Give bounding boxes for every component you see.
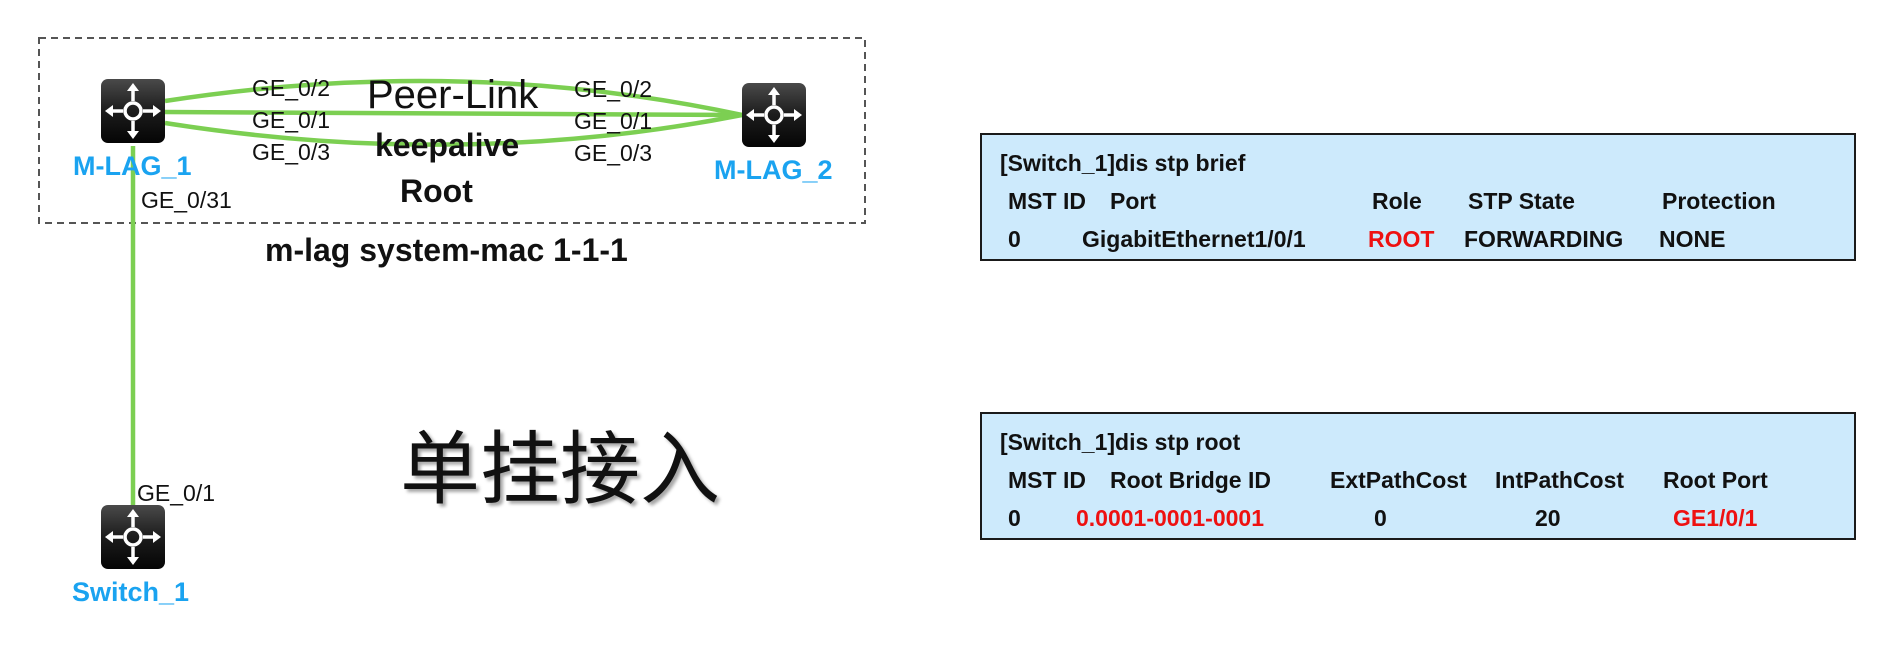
cell-stp-state: FORWARDING <box>1464 226 1624 252</box>
cell-port: GigabitEthernet1/0/1 <box>1082 226 1306 252</box>
port-label: GE_0/3 <box>574 140 652 166</box>
cell-root-bridge-id: 0.0001-0001-0001 <box>1076 505 1264 531</box>
port-label: GE_0/2 <box>574 76 652 102</box>
port-label: GE_0/1 <box>252 107 330 133</box>
cell-ext-path-cost: 0 <box>1374 505 1387 531</box>
header-root-bridge-id: Root Bridge ID <box>1110 467 1271 493</box>
mlag2-switch-icon[interactable] <box>742 83 806 147</box>
cell-protection: NONE <box>1659 226 1726 252</box>
switch1-switch-icon[interactable] <box>101 505 165 569</box>
peer-link-ge02 <box>164 78 743 118</box>
mlag1-name: M-LAG_1 <box>73 151 192 181</box>
header-int-path-cost: IntPathCost <box>1495 467 1625 493</box>
port-label: GE_0/31 <box>141 187 232 213</box>
cell-int-path-cost: 20 <box>1535 505 1561 531</box>
stp-root-output: [Switch_1]dis stp root MST ID Root Bridg… <box>980 412 1856 540</box>
header-root-port: Root Port <box>1663 467 1768 493</box>
header-stp-state: STP State <box>1468 188 1575 214</box>
port-label: GE_0/3 <box>252 139 330 165</box>
cell-mst-id: 0 <box>1008 226 1021 252</box>
single-homed-label: 单挂接入 <box>400 423 720 516</box>
header-ext-path-cost: ExtPathCost <box>1330 467 1467 493</box>
cell-role: ROOT <box>1368 226 1435 252</box>
header-protection: Protection <box>1662 188 1776 214</box>
header-port: Port <box>1110 188 1156 214</box>
header-mst-id: MST ID <box>1008 188 1086 214</box>
port-label: GE_0/1 <box>574 108 652 134</box>
header-role: Role <box>1372 188 1422 214</box>
system-mac-label: m-lag system-mac 1-1-1 <box>265 232 628 268</box>
header-mst-id: MST ID <box>1008 467 1086 493</box>
stp-root-command: [Switch_1]dis stp root <box>1000 429 1241 455</box>
stp-brief-command: [Switch_1]dis stp brief <box>1000 150 1246 176</box>
mlag2-name: M-LAG_2 <box>714 155 833 185</box>
port-label: GE_0/2 <box>252 75 330 101</box>
keepalive-label: keepalive <box>375 127 519 163</box>
mlag1-switch-icon[interactable] <box>101 79 165 143</box>
peer-links <box>164 78 743 147</box>
switch1-name: Switch_1 <box>72 577 189 607</box>
peer-link-label: Peer-Link <box>367 73 539 117</box>
peer-link-ge01 <box>164 109 743 118</box>
cell-root-port: GE1/0/1 <box>1673 505 1758 531</box>
cell-mst-id: 0 <box>1008 505 1021 531</box>
mlag-group-box <box>38 37 866 224</box>
peer-link-ge03 <box>164 112 743 147</box>
stp-brief-output: [Switch_1]dis stp brief MST ID Port Role… <box>980 133 1856 261</box>
root-label: Root <box>400 173 473 209</box>
port-label: GE_0/1 <box>137 480 215 506</box>
